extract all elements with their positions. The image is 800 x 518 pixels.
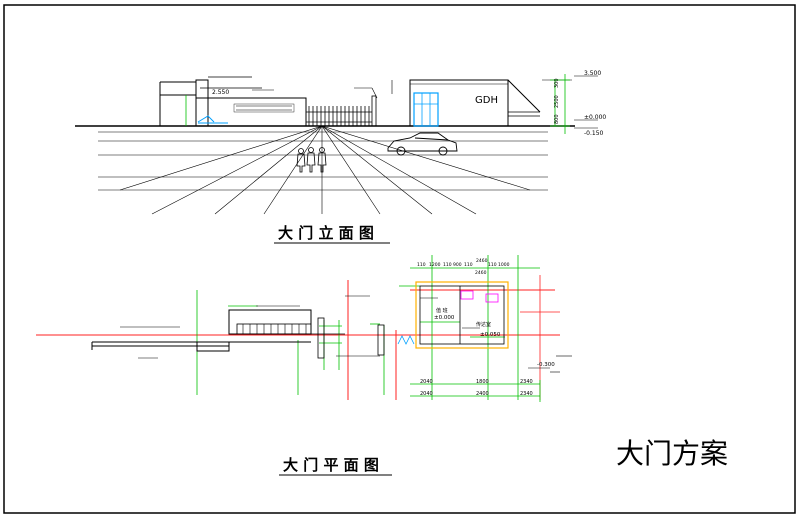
people-figures bbox=[296, 147, 327, 173]
logo-text: GDH bbox=[475, 95, 498, 106]
dim-bottom-1-3: 2340 bbox=[520, 379, 533, 385]
elevation-title: 大 门 立 面 图 bbox=[278, 224, 374, 242]
dim-top-9: 2460 bbox=[475, 270, 487, 276]
plan-level-road: -0.300 bbox=[537, 362, 555, 368]
dim-800: 800 bbox=[554, 114, 560, 124]
car-figure bbox=[387, 132, 458, 156]
scheme-title: 大门方案 bbox=[616, 437, 728, 470]
dim-2500: 2500 bbox=[554, 95, 560, 108]
dim-bottom-1-1: 2040 bbox=[420, 379, 433, 385]
room-label-reception: 传达室 bbox=[476, 321, 491, 328]
dim-top-1: 110 bbox=[417, 262, 426, 268]
elevation-dimensions: 3.500 ±0.000 -0.150 300 2500 800 bbox=[542, 70, 606, 137]
plan-top-dimensions: 110 1200 110 900 110 2460 110 1000 2460 bbox=[417, 258, 510, 276]
dim-bottom-2-3: 2340 bbox=[520, 391, 533, 397]
plan-bottom-dimensions: 2040 1800 2340 2040 2400 2340 bbox=[420, 379, 533, 397]
dim-top-8: 1000 bbox=[498, 262, 510, 268]
plan-title: 大 门 平 面 图 bbox=[283, 456, 379, 474]
level-zero: ±0.000 bbox=[584, 114, 606, 121]
ground-grid bbox=[98, 125, 548, 215]
dim-bottom-2-1: 2040 bbox=[420, 391, 433, 397]
dim-bottom-1-2: 1800 bbox=[476, 379, 489, 385]
dim-top-6: 2460 bbox=[476, 258, 488, 264]
dim-300: 300 bbox=[554, 78, 560, 88]
plan-drawing: 值 班 传达室 ±0.000 ±0.050 -0.300 bbox=[36, 255, 572, 402]
elevation-drawing: 2.550 bbox=[75, 70, 606, 215]
room-label-duty: 值 班 bbox=[436, 307, 448, 314]
level-top: 3.500 bbox=[584, 70, 601, 77]
level-ground: -0.150 bbox=[584, 130, 604, 137]
dim-top-3: 110 bbox=[443, 262, 452, 268]
dim-top-2: 1200 bbox=[429, 262, 441, 268]
guard-house-plan: 值 班 传达室 ±0.000 ±0.050 bbox=[415, 281, 509, 349]
dim-top-4: 900 bbox=[453, 262, 462, 268]
dim-top-5: 110 bbox=[464, 262, 473, 268]
sliding-gate bbox=[306, 106, 372, 126]
dim-bottom-2-2: 2400 bbox=[476, 391, 489, 397]
guard-house-window bbox=[413, 92, 439, 127]
wall-top-level: 2.550 bbox=[212, 89, 229, 96]
sheet-border bbox=[3, 4, 796, 514]
guard-house: GDH bbox=[409, 79, 541, 127]
plan-level-guard: ±0.000 bbox=[434, 315, 455, 321]
plan-level-hall: ±0.050 bbox=[480, 332, 501, 338]
dim-top-7: 110 bbox=[488, 262, 497, 268]
